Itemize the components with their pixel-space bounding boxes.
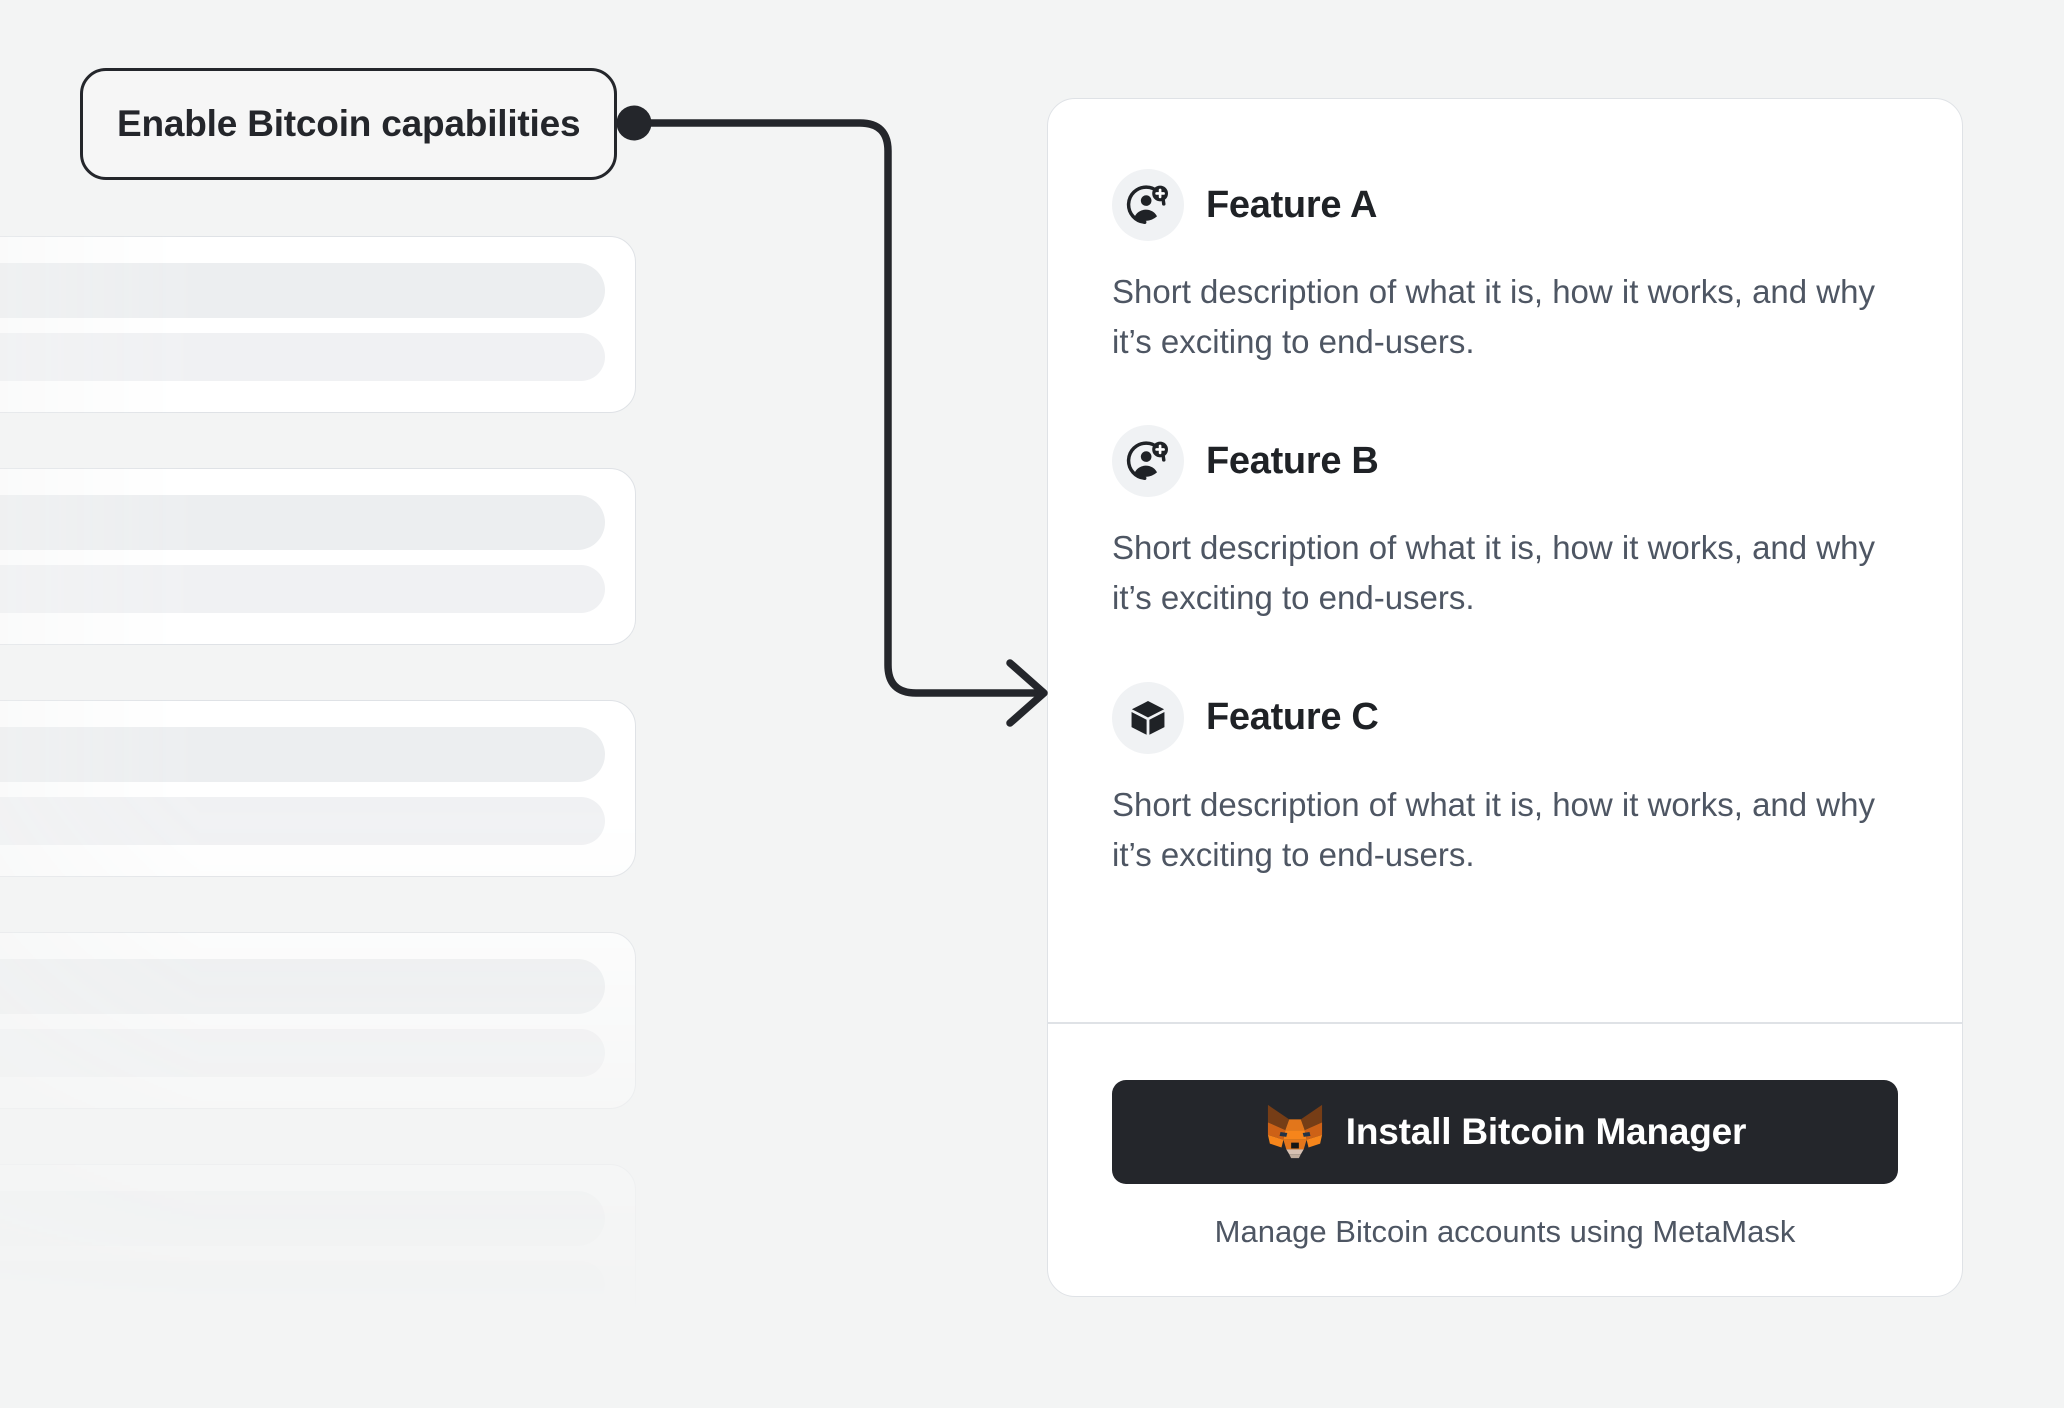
skeleton-bar-wide xyxy=(0,727,605,782)
skeleton-card xyxy=(0,700,636,877)
feature-description: Short description of what it is, how it … xyxy=(1112,785,1875,873)
skeleton-bar-narrow xyxy=(0,565,605,613)
skeleton-bar-narrow xyxy=(0,333,605,381)
skeleton-bar-wide xyxy=(0,1191,605,1246)
feature-title: Feature A xyxy=(1206,183,1378,226)
add-user-icon xyxy=(1112,169,1184,241)
skeleton-bar-narrow xyxy=(0,1261,605,1309)
skeleton-bar-wide xyxy=(0,263,605,318)
skeleton-bar-narrow xyxy=(0,1029,605,1077)
feature-description: Short description of what it is, how it … xyxy=(1112,273,1875,361)
feature-header: Feature B xyxy=(1112,425,1898,498)
skeleton-card xyxy=(0,236,636,413)
panel-divider xyxy=(1048,1022,1962,1024)
callout-label-text: Enable Bitcoin capabilities xyxy=(117,103,581,144)
connector-dot-icon xyxy=(616,105,652,141)
connector-line xyxy=(630,119,1044,697)
feature-title: Feature B xyxy=(1206,439,1379,482)
feature-item-b: Feature B Short description of what it i… xyxy=(1112,425,1898,623)
feature-description: Short description of what it is, how it … xyxy=(1112,529,1875,617)
feature-item-a: Feature A Short description of what it i… xyxy=(1112,169,1898,367)
skeleton-card xyxy=(0,1164,636,1341)
skeleton-bar-narrow xyxy=(0,797,605,845)
skeleton-card xyxy=(0,932,636,1109)
skeleton-bar-wide xyxy=(0,959,605,1014)
arrow-right-icon xyxy=(1006,659,1048,727)
cube-icon xyxy=(1112,681,1184,754)
skeleton-bar-wide xyxy=(0,495,605,550)
feature-item-c: Feature C Short description of what it i… xyxy=(1112,681,1898,880)
feature-title: Feature C xyxy=(1206,696,1379,739)
feature-header: Feature A xyxy=(1112,169,1898,241)
metamask-fox-icon xyxy=(1267,1104,1322,1159)
skeleton-card xyxy=(0,1396,636,1408)
add-user-icon xyxy=(1112,425,1184,498)
callout-label-pill[interactable]: Enable Bitcoin capabilities xyxy=(80,68,618,180)
install-bitcoin-manager-button[interactable]: Install Bitcoin Manager xyxy=(1112,1080,1898,1184)
skeleton-placeholder-column xyxy=(0,236,640,1408)
feature-header: Feature C xyxy=(1112,681,1898,754)
feature-list: Feature A Short description of what it i… xyxy=(1048,99,1962,1022)
install-button-label: Install Bitcoin Manager xyxy=(1345,1111,1747,1152)
skeleton-card xyxy=(0,468,636,645)
feature-panel: Feature A Short description of what it i… xyxy=(1047,98,1963,1297)
install-caption: Manage Bitcoin accounts using MetaMask xyxy=(1214,1214,1796,1249)
panel-footer: Install Bitcoin Manager Manage Bitcoin a… xyxy=(1048,1024,1962,1296)
